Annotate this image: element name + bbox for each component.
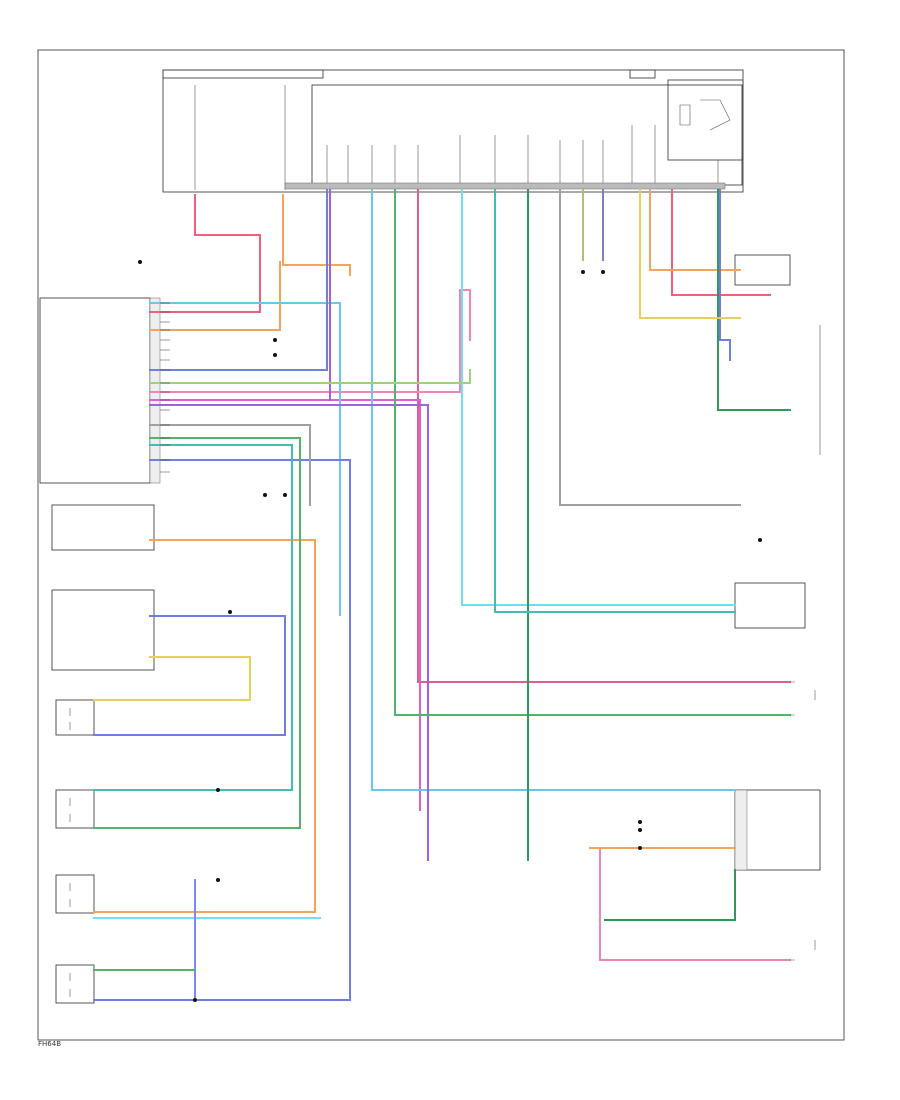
top-module bbox=[162, 69, 744, 193]
wire-magenta bbox=[149, 399, 421, 811]
wire-blue-3 bbox=[719, 189, 731, 361]
wire-red-3 bbox=[417, 189, 791, 683]
wire-green-2 bbox=[394, 189, 791, 716]
wire-yellow-2 bbox=[639, 189, 741, 319]
wire-orange-3 bbox=[93, 539, 316, 913]
right-ground-symbols bbox=[790, 681, 816, 961]
wire-blue-4 bbox=[93, 459, 351, 1001]
wire-yellow bbox=[93, 656, 251, 701]
wire-teal-2 bbox=[494, 189, 736, 613]
top-connector-row bbox=[284, 182, 726, 190]
splice-dots bbox=[138, 260, 762, 1002]
wire-orange-4 bbox=[649, 189, 741, 271]
left-connector-block bbox=[39, 297, 161, 484]
wire-gray-2 bbox=[149, 424, 311, 506]
wire-blue-2 bbox=[93, 615, 286, 736]
wire-orange bbox=[282, 194, 351, 276]
diagram-border bbox=[37, 49, 845, 1041]
wire-gray bbox=[559, 189, 741, 506]
wire-red-2 bbox=[671, 189, 771, 296]
wire-green-6 bbox=[717, 189, 791, 411]
left-connector-pins bbox=[160, 302, 170, 473]
wire-green bbox=[93, 437, 301, 829]
wire-red bbox=[149, 194, 261, 313]
module-pin-stubs bbox=[326, 125, 719, 183]
wire-green-4 bbox=[604, 869, 736, 921]
wire-purple bbox=[149, 404, 429, 861]
wire-orange-2 bbox=[149, 261, 281, 331]
wire-lightblue bbox=[149, 302, 341, 616]
wire-blue bbox=[149, 189, 328, 371]
wire-lime bbox=[149, 369, 471, 384]
wire-lightblue-2 bbox=[371, 189, 736, 791]
left-sensor-boxes bbox=[51, 504, 155, 1004]
right-component-boxes bbox=[734, 254, 821, 871]
wire-lightblue-3 bbox=[461, 189, 736, 606]
wire-pink bbox=[149, 289, 471, 393]
wire-teal bbox=[93, 444, 293, 791]
wire-pink-2 bbox=[599, 847, 791, 961]
diagram-footer-code: FH64B bbox=[38, 1040, 61, 1048]
